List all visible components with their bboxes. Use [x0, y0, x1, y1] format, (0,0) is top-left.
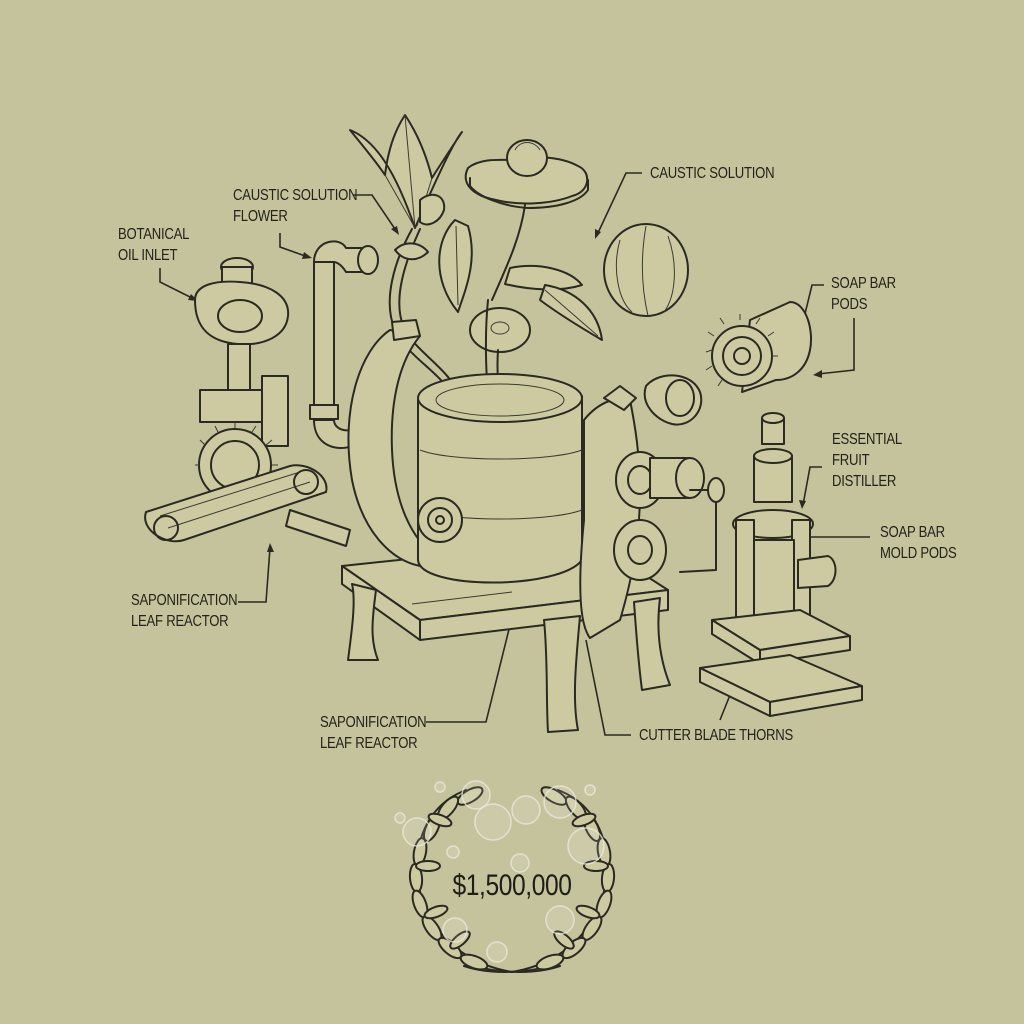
label-line: CAUSTIC SOLUTION	[650, 165, 775, 182]
prize-amount: $1,500,000	[452, 869, 572, 902]
reactor-plant	[438, 219, 603, 421]
label-line: SAPONIFICATION	[131, 592, 238, 609]
label-line: FRUIT	[832, 452, 870, 469]
label-line: LEAF REACTOR	[320, 735, 418, 752]
label-line: OIL INLET	[118, 247, 178, 264]
label-line: CAUSTIC SOLUTION	[233, 187, 358, 204]
label-line: ESSENTIAL	[832, 431, 902, 448]
label-essential-fruit-distiller: ESSENTIAL FRUIT DISTILLER	[832, 429, 902, 492]
label-line: FLOWER	[233, 208, 288, 225]
label-line: SOAP BAR	[831, 275, 896, 292]
label-line: CUTTER BLADE THORNS	[639, 727, 794, 744]
label-line: SAPONIFICATION	[320, 714, 427, 731]
distiller-press	[699, 412, 863, 717]
label-soap-bar-pods: SOAP BAR PODS	[831, 273, 896, 315]
soap-bubbles	[394, 780, 605, 963]
label-line: MOLD PODS	[880, 545, 957, 562]
label-line: BOTANICAL	[118, 226, 190, 243]
label-caustic-solution: CAUSTIC SOLUTION	[650, 163, 775, 184]
label-saponification-leaf-reactor-bottom: SAPONIFICATION LEAF REACTOR	[320, 712, 427, 754]
central-reactor-drum	[341, 319, 725, 733]
fruit-sphere	[603, 223, 689, 317]
label-line: LEAF REACTOR	[131, 613, 229, 630]
label-caustic-solution-flower: CAUSTIC SOLUTION FLOWER	[233, 185, 358, 227]
label-saponification-leaf-reactor-left: SAPONIFICATION LEAF REACTOR	[131, 590, 238, 632]
flower-cap-pod	[464, 139, 589, 301]
label-cutter-blade-thorns: CUTTER BLADE THORNS	[639, 725, 793, 746]
vertical-pipe	[309, 240, 379, 450]
gear-pod-canister	[705, 301, 812, 393]
label-botanical-oil-inlet: BOTANICAL OIL INLET	[118, 224, 189, 266]
oil-inlet-assembly	[144, 257, 351, 547]
label-line: SOAP BAR	[880, 524, 945, 541]
label-line: DISTILLER	[832, 473, 897, 490]
label-line: PODS	[831, 296, 868, 313]
ring-pod	[643, 374, 703, 426]
label-soap-bar-mold-pods: SOAP BAR MOLD PODS	[880, 522, 957, 564]
